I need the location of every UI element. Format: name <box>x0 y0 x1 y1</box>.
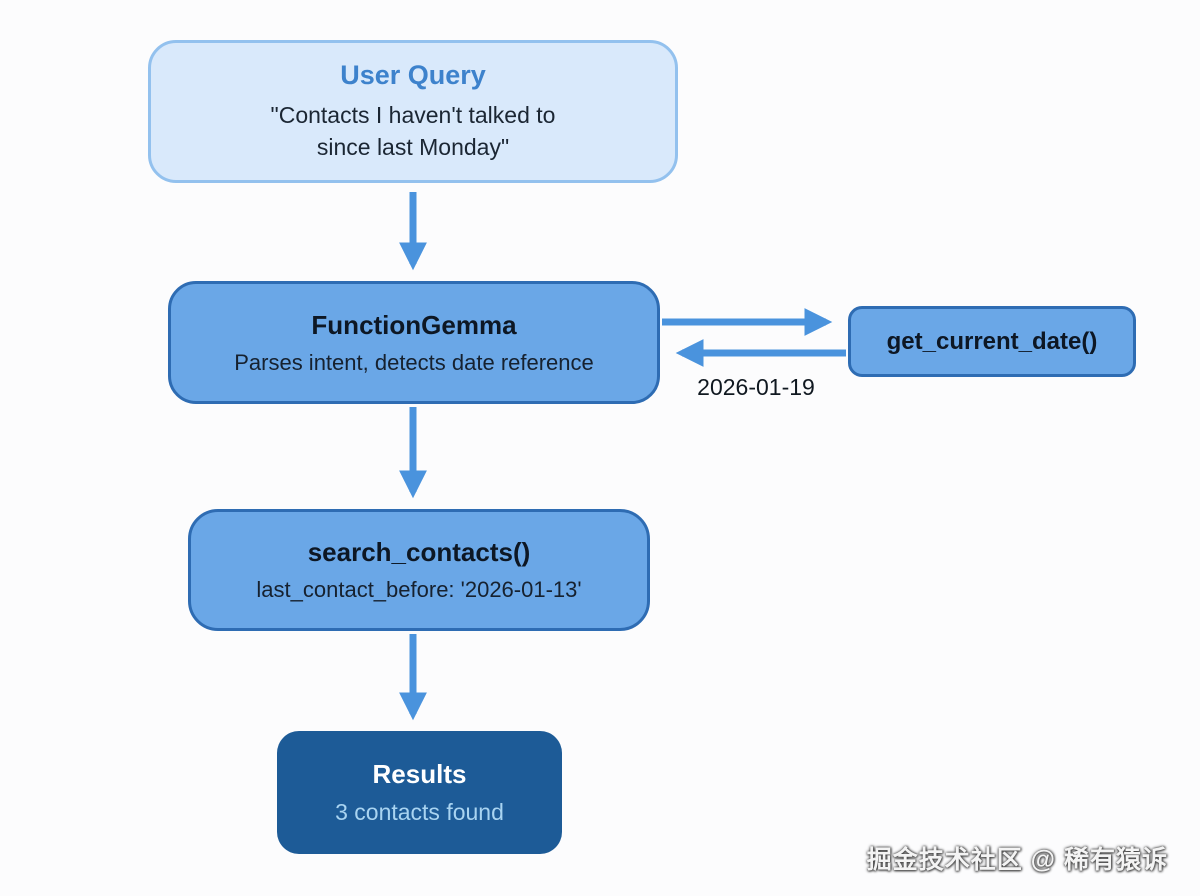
node-results: Results 3 contacts found <box>277 731 562 854</box>
user-query-body-line1: "Contacts I haven't talked to <box>270 102 556 129</box>
user-query-title: User Query <box>340 60 486 91</box>
search-contacts-title: search_contacts() <box>307 537 531 567</box>
function-gemma-title: FunctionGemma <box>311 309 517 340</box>
function-gemma-subtitle: Parses intent, detects date reference <box>234 349 594 375</box>
user-query-body: "Contacts I haven't talked to since last… <box>271 100 556 162</box>
watermark-text: 掘金技术社区 @ 稀有猿诉 <box>866 846 1168 874</box>
user-query-body-line2: since last Monday" <box>316 133 510 160</box>
node-user-query: User Query "Contacts I haven't talked to… <box>148 40 678 183</box>
results-subtitle: 3 contacts found <box>335 799 504 825</box>
edge-label-date-return: 2026-01-19 <box>697 374 815 400</box>
node-function-gemma: FunctionGemma Parses intent, detects dat… <box>168 281 660 404</box>
search-contacts-subtitle: last_contact_before: '2026-01-13' <box>256 577 582 602</box>
results-title: Results <box>372 759 467 789</box>
get-current-date-label: get_current_date() <box>886 327 1098 355</box>
node-get-current-date: get_current_date() <box>848 306 1136 377</box>
node-search-contacts: search_contacts() last_contact_before: '… <box>188 509 650 631</box>
